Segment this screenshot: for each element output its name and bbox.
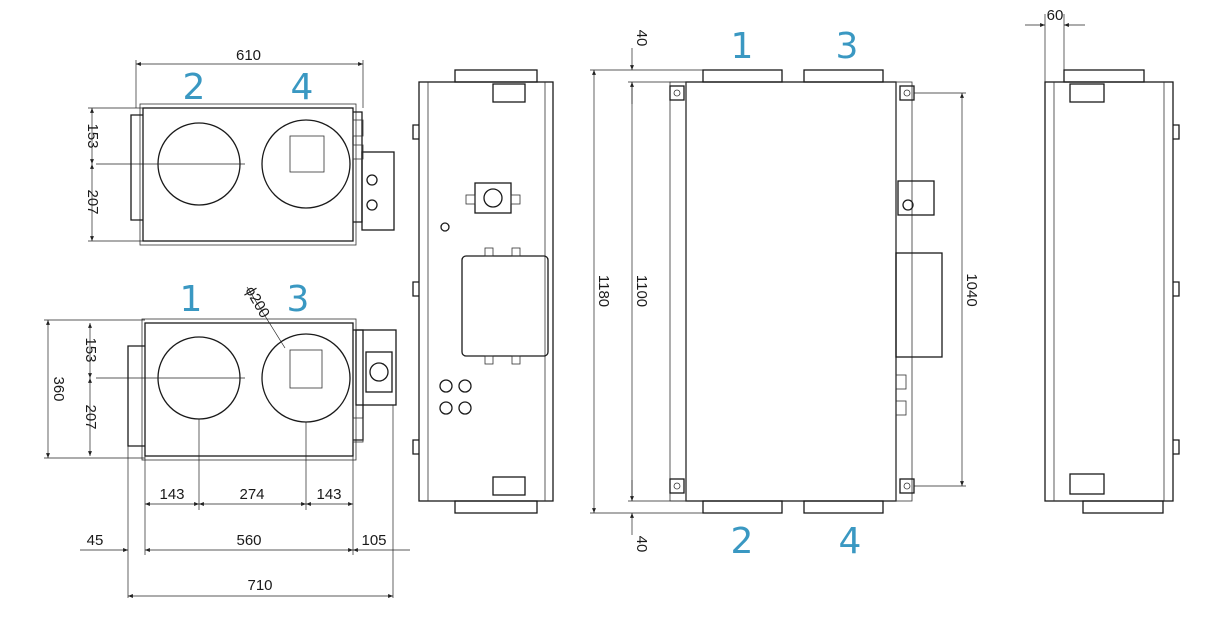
dim-207-top: 207 (84, 189, 101, 214)
right-bottom-spigot (1082, 500, 1164, 514)
spigot-2 (702, 500, 783, 514)
isolator-switch (474, 182, 512, 214)
spigot-4 (803, 500, 884, 514)
port-4-damper (289, 135, 325, 173)
port-4-opening (261, 119, 351, 209)
dim-153-bottom: 153 (82, 337, 99, 362)
dim-710: 710 (247, 577, 272, 594)
right-view: 60 (1025, 7, 1180, 514)
dim-diameter: ϕ200 (242, 284, 273, 321)
side-top-spigot (454, 69, 538, 83)
port-label-4: 4 (291, 67, 314, 108)
port-label-3: 3 (287, 279, 310, 320)
spigot-3 (803, 69, 884, 83)
dim-143-right: 143 (316, 486, 341, 503)
dim-40-top: 40 (633, 30, 650, 47)
front-port-label-3: 3 (836, 26, 859, 67)
front-view-body (685, 81, 897, 502)
dim-60: 60 (1047, 7, 1064, 24)
spigot-1 (702, 69, 783, 83)
side-view (412, 69, 554, 514)
left-bracket (130, 114, 143, 221)
front-view: 40 40 1180 1100 1040 1 3 2 4 (590, 26, 980, 562)
side-view-body (418, 81, 554, 502)
right-view-body (1044, 81, 1174, 502)
right-top-spigot (1063, 69, 1145, 83)
top-view-body (142, 107, 354, 242)
dim-360: 360 (50, 376, 67, 401)
front-port-label-4: 4 (839, 521, 862, 562)
dim-1040: 1040 (963, 273, 980, 306)
side-bottom-spigot (454, 500, 538, 514)
front-electrical-box (895, 252, 943, 358)
dim-45: 45 (87, 532, 104, 549)
front-control-box (897, 180, 935, 216)
front-port-label-2: 2 (731, 521, 754, 562)
bottom-view-body (144, 322, 354, 457)
dim-153-top: 153 (84, 123, 101, 148)
dim-40-bottom: 40 (633, 536, 650, 553)
control-box (361, 151, 395, 231)
top-view: 610 153 207 2 4 (84, 47, 395, 246)
side-module (355, 329, 397, 406)
dim-274: 274 (239, 486, 264, 503)
port-label-2: 2 (183, 67, 206, 108)
left-bracket-bottom (127, 345, 145, 447)
dim-143-left: 143 (159, 486, 184, 503)
port-label-1: 1 (180, 279, 203, 320)
front-port-label-1: 1 (731, 26, 754, 67)
electrical-box (461, 255, 549, 357)
right-bracket (353, 111, 363, 223)
bottom-view: ϕ200 360 153 207 143 274 143 45 560 105 (44, 279, 410, 598)
dim-1100: 1100 (633, 275, 650, 307)
dim-1180: 1180 (595, 275, 612, 307)
dim-105: 105 (361, 532, 386, 549)
dim-207-bottom: 207 (82, 404, 99, 429)
dim-560: 560 (236, 532, 261, 549)
dim-610: 610 (236, 47, 261, 64)
port-3-opening (261, 333, 351, 423)
